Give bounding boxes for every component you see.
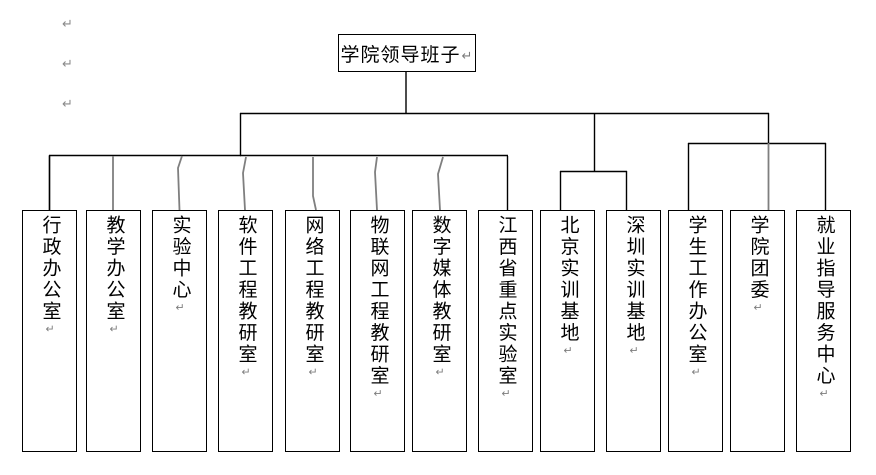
node-leadership-team-label: 学院领导班子↵ [340, 44, 474, 66]
node-college-youth-league-committee[interactable]: 学院团委↵ [730, 210, 785, 452]
node-shenzhen-training-base[interactable]: 深圳实训基地↵ [606, 210, 661, 452]
node-software-engineering-department-label: 软件工程教研室↵ [235, 215, 257, 379]
paragraph-mark-icon: ↵ [561, 344, 575, 357]
paragraph-mark-icon: ↵ [627, 344, 641, 357]
node-teaching-office[interactable]: 教学办公室↵ [86, 210, 141, 452]
node-digital-media-department[interactable]: 数字媒体教研室↵ [412, 210, 467, 452]
node-teaching-office-label: 教学办公室↵ [103, 215, 125, 336]
node-beijing-training-base[interactable]: 北京实训基地↵ [540, 210, 595, 452]
paragraph-mark-icon: ↵ [306, 365, 320, 379]
node-administrative-office[interactable]: 行政办公室↵ [22, 210, 77, 452]
node-iot-engineering-department-label: 物联网工程教研室↵ [367, 215, 389, 400]
paragraph-mark-icon: ↵ [173, 301, 187, 314]
paragraph-mark-icon: ↵ [43, 322, 57, 336]
node-jiangxi-key-laboratory-label: 江西省重点实验室↵ [495, 215, 517, 400]
connector-drop-node-5 [312, 157, 317, 211]
paragraph-mark-icon: ↵ [371, 387, 385, 400]
paragraph-mark-icon: ↵ [239, 365, 253, 379]
node-college-youth-league-committee-label: 学院团委↵ [747, 215, 769, 314]
node-iot-engineering-department[interactable]: 物联网工程教研室↵ [350, 210, 405, 452]
connector-drop-node-6 [374, 156, 378, 211]
node-shenzhen-training-base-label: 深圳实训基地↵ [623, 215, 645, 357]
paragraph-mark-icon: ↵ [461, 48, 474, 64]
paragraph-mark-icon: ↵ [689, 365, 703, 379]
node-digital-media-department-label: 数字媒体教研室↵ [429, 215, 451, 379]
node-student-affairs-office[interactable]: 学生工作办公室↵ [668, 210, 723, 452]
paragraph-mark-icon: ↵ [62, 57, 73, 72]
paragraph-mark-icon: ↵ [62, 97, 73, 112]
node-software-engineering-department[interactable]: 软件工程教研室↵ [218, 210, 273, 452]
node-leadership-team[interactable]: 学院领导班子↵ [338, 34, 476, 72]
paragraph-mark-icon: ↵ [817, 387, 831, 400]
connector-drop-node-7 [437, 156, 444, 211]
node-beijing-training-base-label: 北京实训基地↵ [557, 215, 579, 357]
connector-drop-node-4 [242, 156, 247, 211]
paragraph-mark-icon: ↵ [107, 322, 121, 336]
paragraph-mark-icon: ↵ [433, 365, 447, 379]
node-career-guidance-service-center[interactable]: 就业指导服务中心↵ [796, 210, 851, 452]
node-network-engineering-department-label: 网络工程教研室↵ [302, 215, 324, 379]
node-career-guidance-service-center-label: 就业指导服务中心↵ [813, 215, 835, 400]
node-jiangxi-key-laboratory[interactable]: 江西省重点实验室↵ [478, 210, 533, 452]
node-experiment-center[interactable]: 实验中心↵ [152, 210, 207, 452]
paragraph-mark-icon: ↵ [751, 301, 765, 314]
node-administrative-office-label: 行政办公室↵ [39, 215, 61, 336]
paragraph-mark-icon: ↵ [62, 17, 73, 32]
paragraph-mark-icon: ↵ [499, 387, 513, 400]
node-network-engineering-department[interactable]: 网络工程教研室↵ [285, 210, 340, 452]
node-student-affairs-office-label: 学生工作办公室↵ [685, 215, 707, 379]
connector-drop-node-3 [177, 155, 183, 211]
node-experiment-center-label: 实验中心↵ [169, 215, 191, 314]
